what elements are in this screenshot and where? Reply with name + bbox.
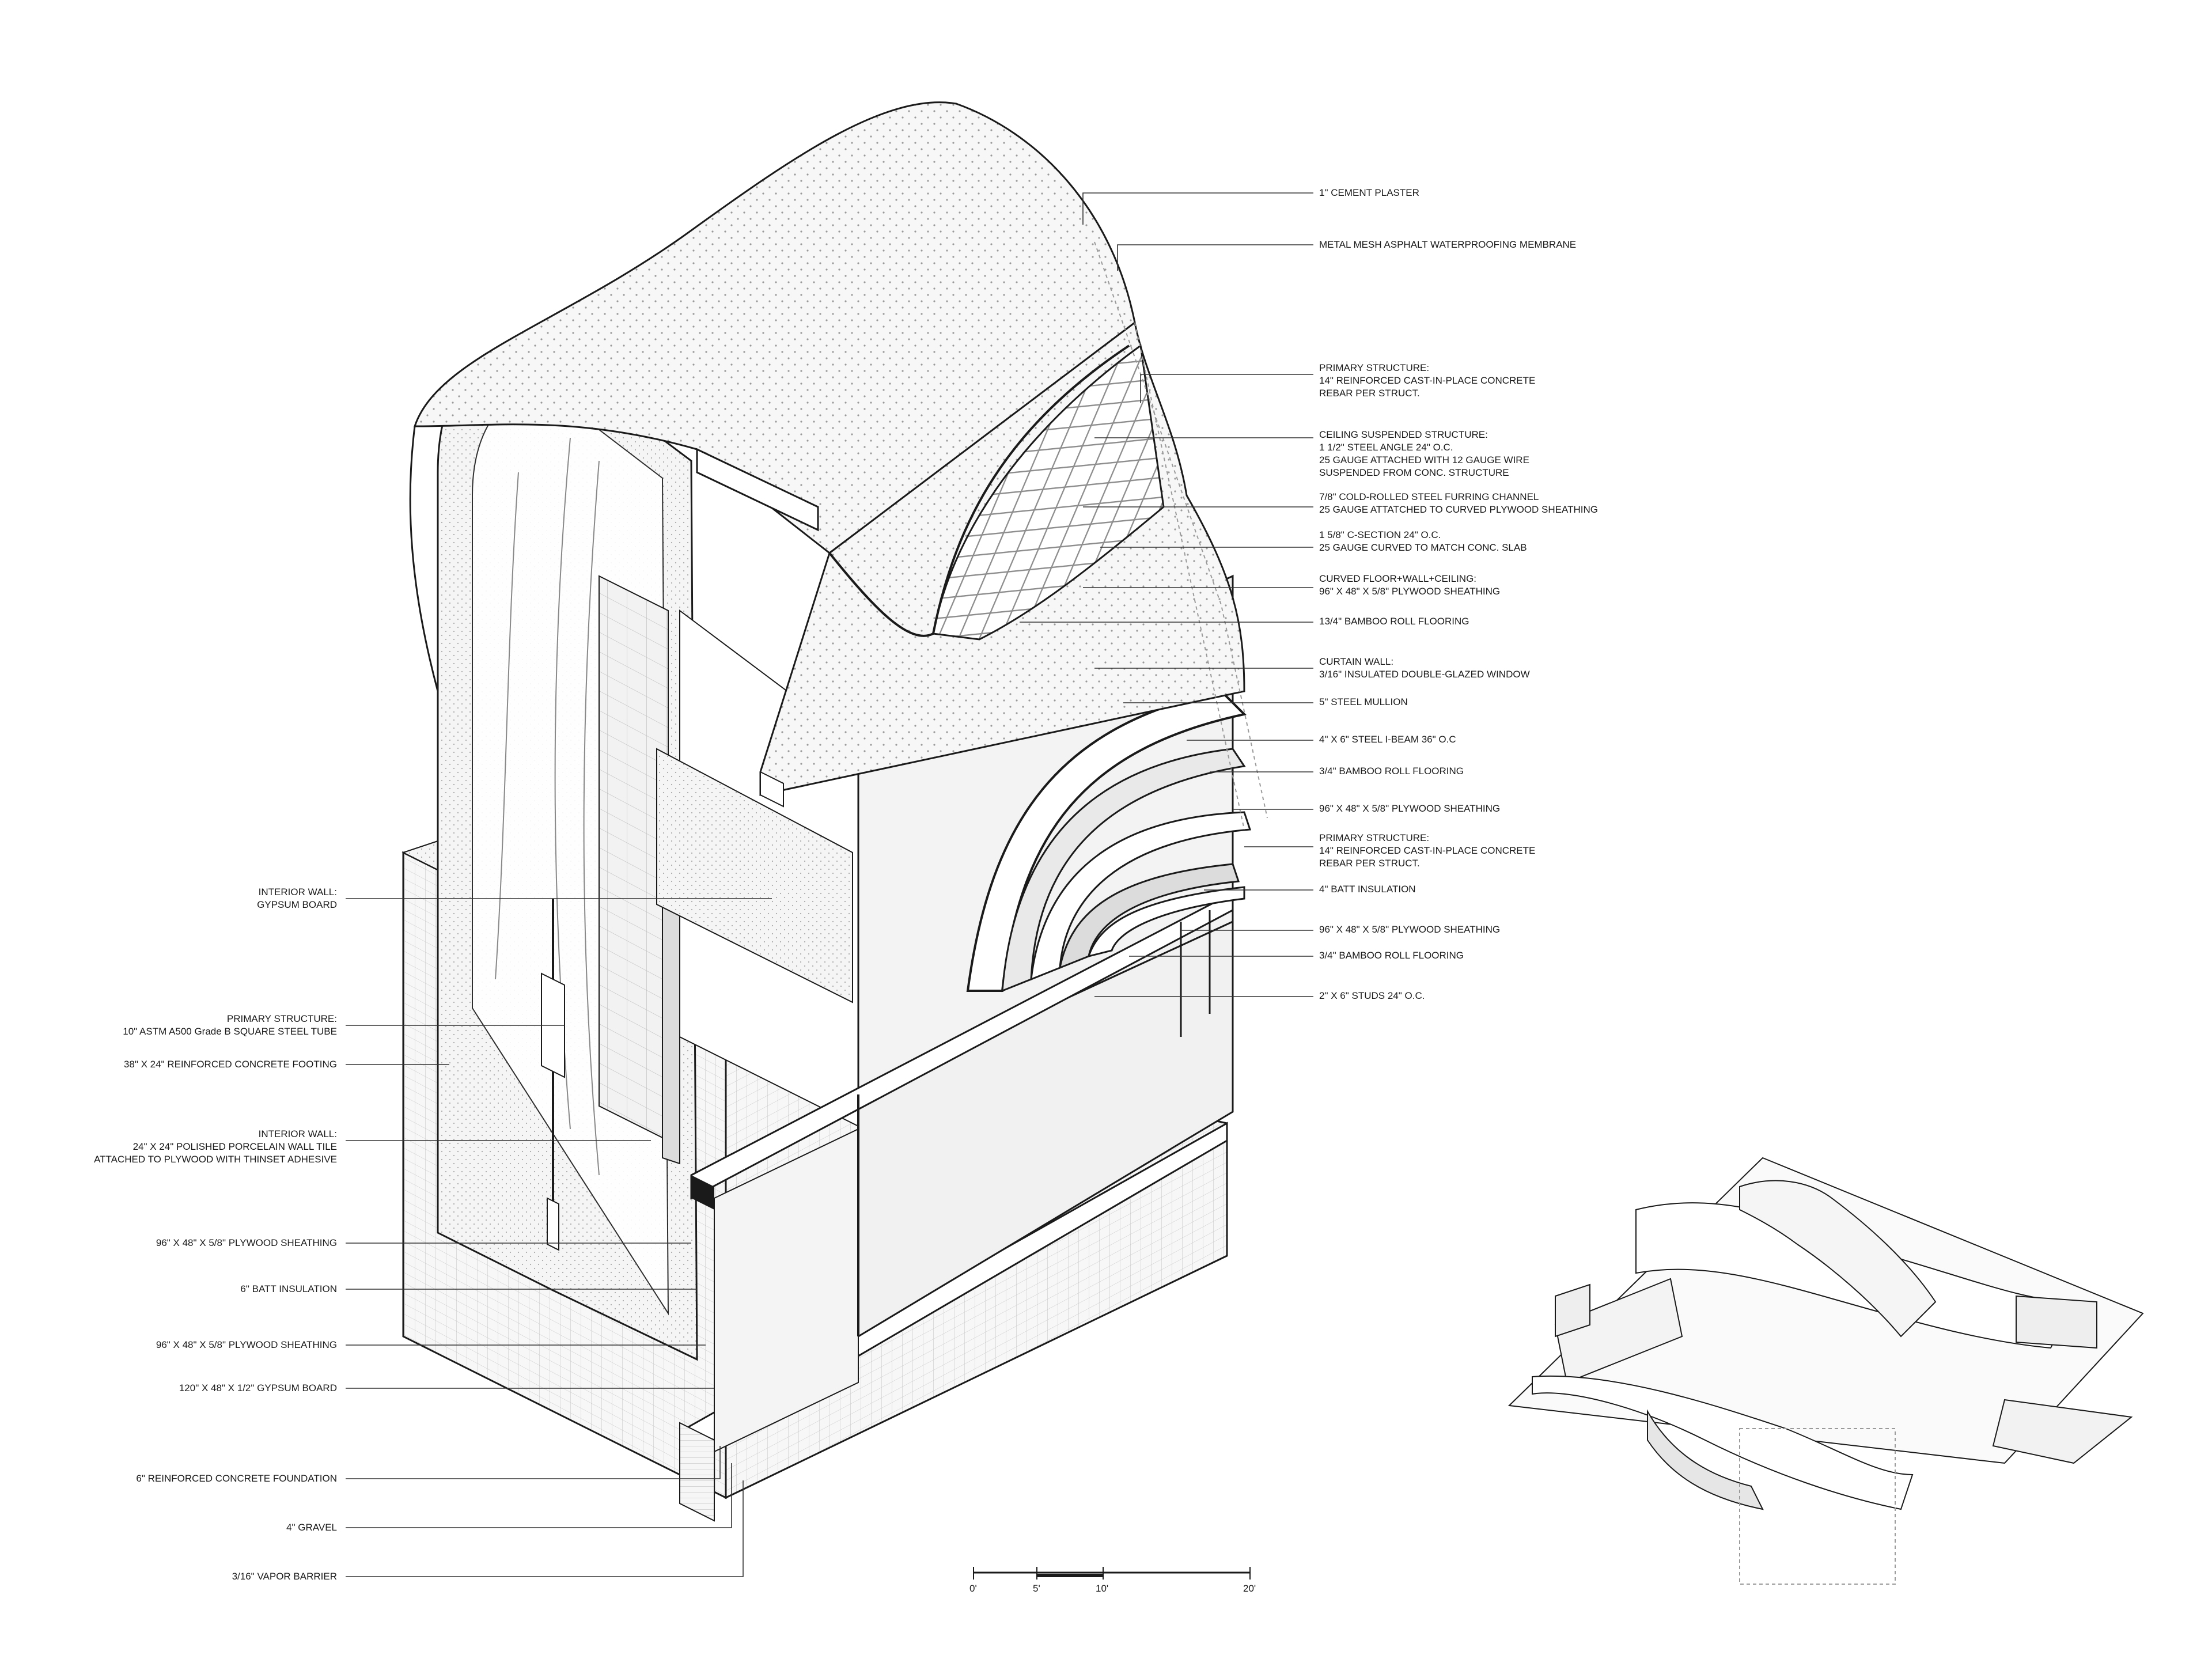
label-batt-insulation-4: 4" BATT INSULATION xyxy=(1319,884,1416,895)
label-waterproofing-membrane: METAL MESH ASPHALT WATERPROOFING MEMBRAN… xyxy=(1319,239,1577,250)
label-gravel: 4" GRAVEL xyxy=(286,1522,337,1533)
label-plywood-sheathing-wall-2: 96" X 48" X 5/8" PLYWOOD SHEATHING xyxy=(156,1339,337,1350)
label-curtain-wall: CURTAIN WALL: 3/16" INSULATED DOUBLE-GLA… xyxy=(1319,656,1530,680)
label-concrete-foundation: 6" REINFORCED CONCRETE FOUNDATION xyxy=(136,1473,337,1484)
right-leader-lines xyxy=(1020,192,1313,997)
label-ceiling-suspended-structure: CEILING SUSPENDED STRUCTURE: 1 1/2" STEE… xyxy=(1319,429,1529,478)
scale-tick-0: 0' xyxy=(969,1583,977,1594)
label-vapor-barrier: 3/16" VAPOR BARRIER xyxy=(232,1571,337,1582)
label-batt-insulation-6: 6" BATT INSULATION xyxy=(240,1283,337,1294)
key-plan-axonometric xyxy=(1508,1157,2144,1585)
label-steel-mullion: 5" STEEL MULLION xyxy=(1319,696,1408,707)
label-primary-structure-concrete-roof: PRIMARY STRUCTURE: 14" REINFORCED CAST-I… xyxy=(1319,362,1536,399)
label-plywood-sheathing-lower: 96" X 48" X 5/8" PLYWOOD SHEATHING xyxy=(1319,924,1501,935)
label-cement-plaster: 1" CEMENT PLASTER xyxy=(1319,187,1419,198)
label-curved-floor-wall-ceiling: CURVED FLOOR+WALL+CEILING: 96" X 48" X 5… xyxy=(1319,573,1501,597)
curved-roof-shell xyxy=(409,101,1268,830)
label-primary-structure-concrete-floor: PRIMARY STRUCTURE: 14" REINFORCED CAST-I… xyxy=(1319,832,1536,869)
label-bamboo-flooring-mid: 3/4" BAMBOO ROLL FLOORING xyxy=(1319,766,1464,777)
label-plywood-sheathing-mid: 96" X 48" X 5/8" PLYWOOD SHEATHING xyxy=(1319,803,1501,814)
label-bamboo-flooring-upper: 13/4" BAMBOO ROLL FLOORING xyxy=(1319,616,1469,627)
label-furring-channel: 7/8" COLD-ROLLED STEEL FURRING CHANNEL 2… xyxy=(1319,491,1598,515)
label-primary-structure-steel-tube: PRIMARY STRUCTURE: 10" ASTM A500 Grade B… xyxy=(123,1013,337,1037)
scale-bar xyxy=(973,1567,1251,1580)
scale-tick-5: 5' xyxy=(1033,1583,1040,1594)
label-c-section: 1 5/8" C-SECTION 24" O.C. 25 GAUGE CURVE… xyxy=(1319,529,1527,553)
label-steel-i-beam: 4" X 6" STEEL I-BEAM 36" O.C xyxy=(1319,734,1456,745)
label-studs: 2" X 6" STUDS 24" O.C. xyxy=(1319,990,1425,1001)
label-interior-wall-porcelain: INTERIOR WALL: 24" X 24" POLISHED PORCEL… xyxy=(94,1128,337,1165)
label-gypsum-board: 120" X 48" X 1/2" GYPSUM BOARD xyxy=(179,1382,337,1393)
label-bamboo-flooring-lower: 3/4" BAMBOO ROLL FLOORING xyxy=(1319,950,1464,961)
label-plywood-sheathing-wall-1: 96" X 48" X 5/8" PLYWOOD SHEATHING xyxy=(156,1237,337,1248)
label-concrete-footing: 38" X 24" REINFORCED CONCRETE FOOTING xyxy=(123,1059,337,1070)
label-interior-wall-gypsum: INTERIOR WALL: GYPSUM BOARD xyxy=(257,887,337,910)
left-leader-lines xyxy=(346,898,772,1577)
scale-tick-10: 10' xyxy=(1096,1583,1109,1594)
scale-tick-20: 20' xyxy=(1243,1583,1256,1594)
